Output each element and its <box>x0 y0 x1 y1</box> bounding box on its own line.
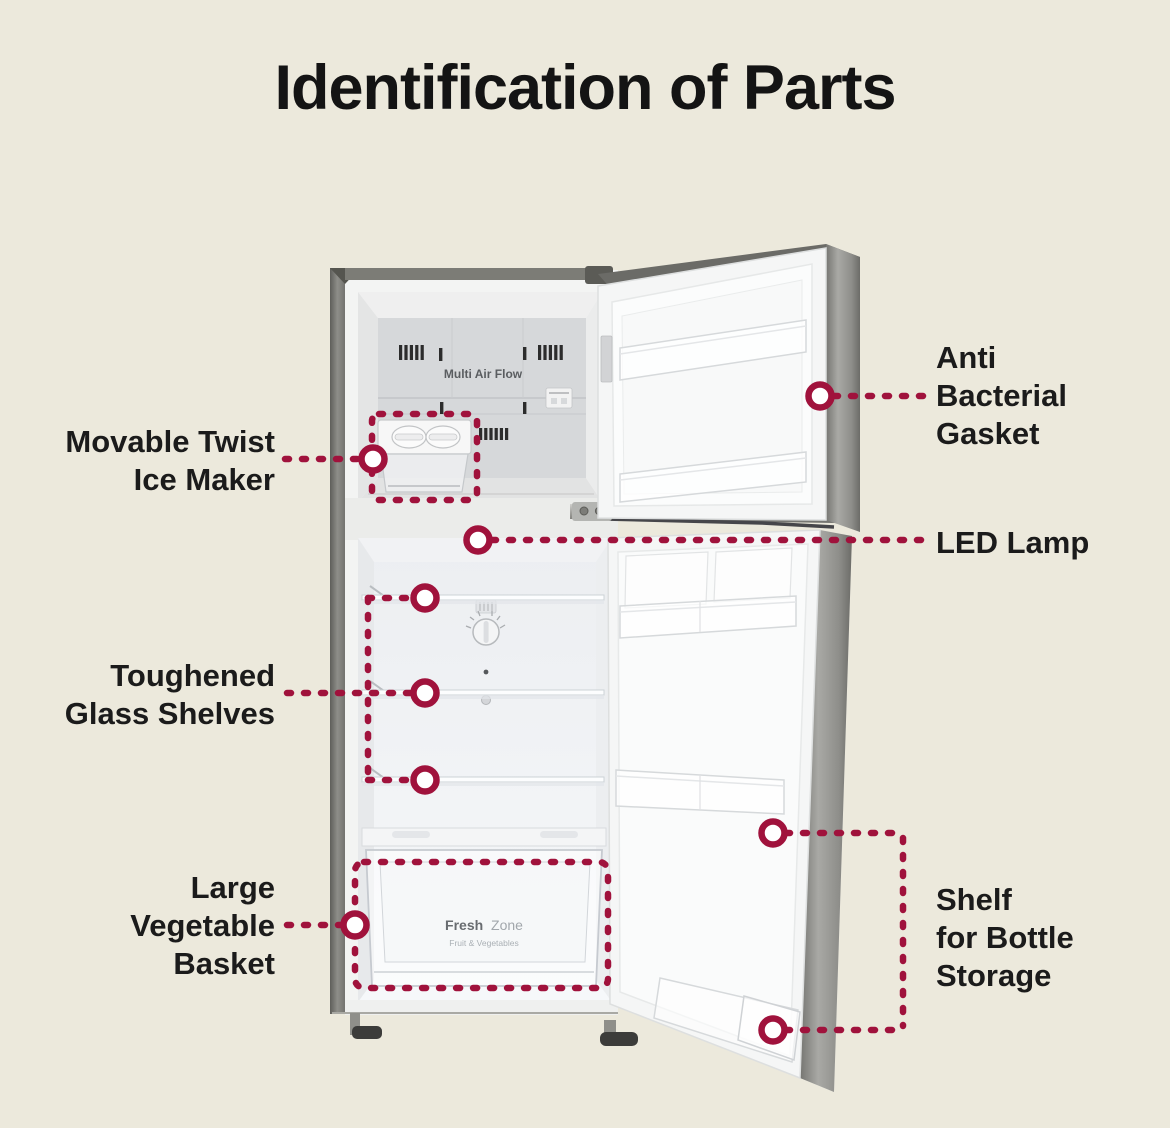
cabinet-left-edge <box>330 268 345 1014</box>
freezer-compartment: Multi Air Flow <box>358 292 602 502</box>
callout-line-text: Shelf <box>936 882 1012 917</box>
callout-line-text: Bacterial <box>936 378 1067 413</box>
glass-shelves <box>361 585 605 786</box>
basket-highlight-box <box>351 858 612 992</box>
fridge-compartment: Fresh Zone Fruit & Vegetables <box>358 538 612 1002</box>
fridge-door-steel-edge <box>800 530 852 1092</box>
callout-label-basket: Large Vegetable Basket <box>130 869 275 983</box>
callout-label-bottle-shelf: Shelf for Bottle Storage <box>936 881 1074 995</box>
callout-line-text: for Bottle <box>936 920 1074 955</box>
callout-label-shelves: Toughened Glass Shelves <box>65 657 275 733</box>
callout-line-text: Vegetable <box>130 908 275 943</box>
energy-sticker <box>600 335 613 383</box>
callout-connectors <box>281 381 928 1045</box>
callout-line-text: Ice Maker <box>133 462 275 497</box>
foot-left <box>352 1026 382 1039</box>
callout-line-text: LED Lamp <box>936 525 1090 560</box>
base <box>332 1000 638 1046</box>
callout-marker <box>463 525 493 555</box>
callout-marker <box>758 1015 788 1045</box>
vegetable-basket: Fresh Zone Fruit & Vegetables <box>365 849 603 987</box>
callout-line-text: Gasket <box>936 416 1040 451</box>
callout-marker <box>805 381 835 411</box>
cabinet-top-edge <box>345 268 608 280</box>
callout-line-text: Large <box>190 870 275 905</box>
callout-marker <box>410 678 440 708</box>
freezer-control-sticker <box>545 387 573 409</box>
basket-rim <box>361 827 607 847</box>
callout-label-ice-maker: Movable Twist Ice Maker <box>65 423 275 499</box>
freezer-top-wall <box>358 292 602 318</box>
fridge-door-recess-right <box>713 547 793 603</box>
callout-label-led-lamp: LED Lamp <box>936 524 1089 562</box>
fridge-door-bin-1 <box>619 595 797 639</box>
callout-label-gasket: Anti Bacterial Gasket <box>936 339 1067 453</box>
callout-line-text: Movable Twist <box>65 424 275 459</box>
page-title: Identification of Parts <box>274 53 896 123</box>
callout-marker <box>410 583 440 613</box>
callout-line-text: Basket <box>173 946 275 981</box>
glass-shelf-3 <box>361 767 605 786</box>
freezer-door <box>597 244 860 532</box>
callout-marker <box>758 818 788 848</box>
freezer-panel-label: Multi Air Flow <box>444 367 523 381</box>
fridge-door <box>607 529 852 1092</box>
glass-shelf-1 <box>361 585 605 604</box>
callout-line-text: Storage <box>936 958 1052 993</box>
basket-sublabel: Fruit & Vegetables <box>449 938 518 948</box>
callout-line-text: Toughened <box>110 658 275 693</box>
ice-tray <box>380 453 469 493</box>
callout-marker <box>340 910 370 940</box>
callout-line-text: Anti <box>936 340 997 375</box>
freezer-vents <box>399 345 563 440</box>
freezer-door-steel-edge <box>826 244 860 532</box>
basket-label: Fresh Zone <box>445 917 523 933</box>
freezer-door-bin-2 <box>619 451 807 503</box>
callout-marker <box>358 444 388 474</box>
ice-maker <box>377 419 472 493</box>
fridge-door-bin-2 <box>615 769 785 815</box>
callout-line-text: Glass Shelves <box>64 696 275 731</box>
freezer-door-bin-1 <box>619 319 807 381</box>
foot-right <box>600 1032 638 1046</box>
fridge-door-recess-left <box>624 551 709 609</box>
callout-marker <box>410 765 440 795</box>
